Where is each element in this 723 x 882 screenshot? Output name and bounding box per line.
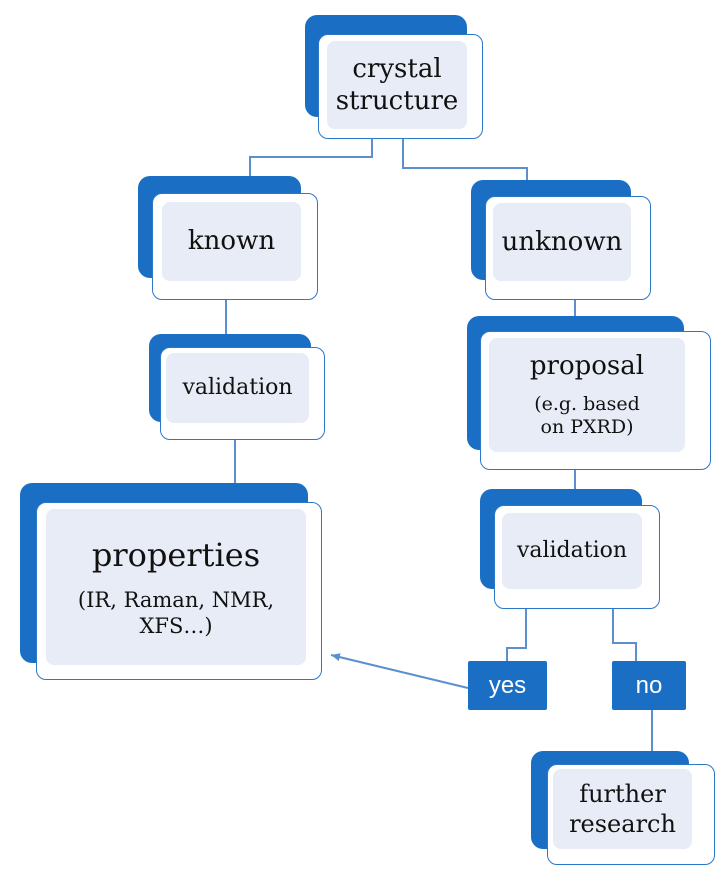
- validation-right-label: validation: [516, 538, 628, 564]
- node-known: known: [138, 176, 318, 300]
- node-further-research: further research: [531, 751, 715, 865]
- connector-validation-to-yes: [506, 608, 527, 661]
- node-label: known: [162, 202, 301, 281]
- node-fill: [489, 338, 685, 452]
- node-label: proposal (e.g. based on PXRD): [489, 338, 685, 452]
- properties-note-line2: XFS…): [139, 614, 213, 638]
- proposal-label: proposal: [529, 351, 645, 381]
- node-label: unknown: [493, 203, 631, 281]
- node-label: further research: [553, 769, 692, 849]
- node-crystal-structure: crystal structure: [305, 15, 483, 139]
- properties-note-line1: (IR, Raman, NMR,: [77, 587, 275, 612]
- unknown-label: unknown: [501, 226, 623, 257]
- node-fill: [46, 509, 306, 665]
- node-fill: [166, 353, 309, 423]
- node-label: properties (IR, Raman, NMR, XFS…): [46, 509, 306, 665]
- node-fill: [502, 513, 642, 589]
- further-research-line1: further: [579, 780, 666, 808]
- yes-tag: yes: [468, 661, 547, 710]
- node-proposal: proposal (e.g. based on PXRD): [467, 316, 711, 470]
- node-validation-left: validation: [149, 334, 325, 440]
- further-research-line2: research: [569, 810, 676, 838]
- node-fill: [493, 203, 631, 281]
- connector-crystal-to-unknown: [402, 138, 528, 180]
- node-validation-right: validation: [480, 489, 660, 609]
- node-fill: [327, 41, 467, 129]
- proposal-note-line2: on PXRD): [540, 416, 634, 439]
- node-unknown: unknown: [471, 180, 651, 300]
- node-label: crystal structure: [327, 41, 467, 129]
- node-label: validation: [502, 513, 642, 589]
- no-tag: no: [612, 661, 686, 710]
- crystal-structure-line1: crystal: [352, 53, 442, 84]
- node-fill: [162, 202, 301, 281]
- node-fill: [553, 769, 692, 849]
- arrow-yes-to-properties: [330, 653, 469, 689]
- connector-crystal-to-known: [249, 138, 373, 178]
- validation-left-label: validation: [182, 375, 293, 401]
- connector-validation-to-no: [612, 608, 637, 661]
- node-properties: properties (IR, Raman, NMR, XFS…): [20, 483, 322, 680]
- crystal-structure-line2: structure: [335, 86, 459, 116]
- properties-label: properties: [91, 535, 261, 574]
- proposal-note-line1: (e.g. based: [534, 392, 640, 415]
- known-label: known: [187, 226, 276, 257]
- node-label: validation: [166, 353, 309, 423]
